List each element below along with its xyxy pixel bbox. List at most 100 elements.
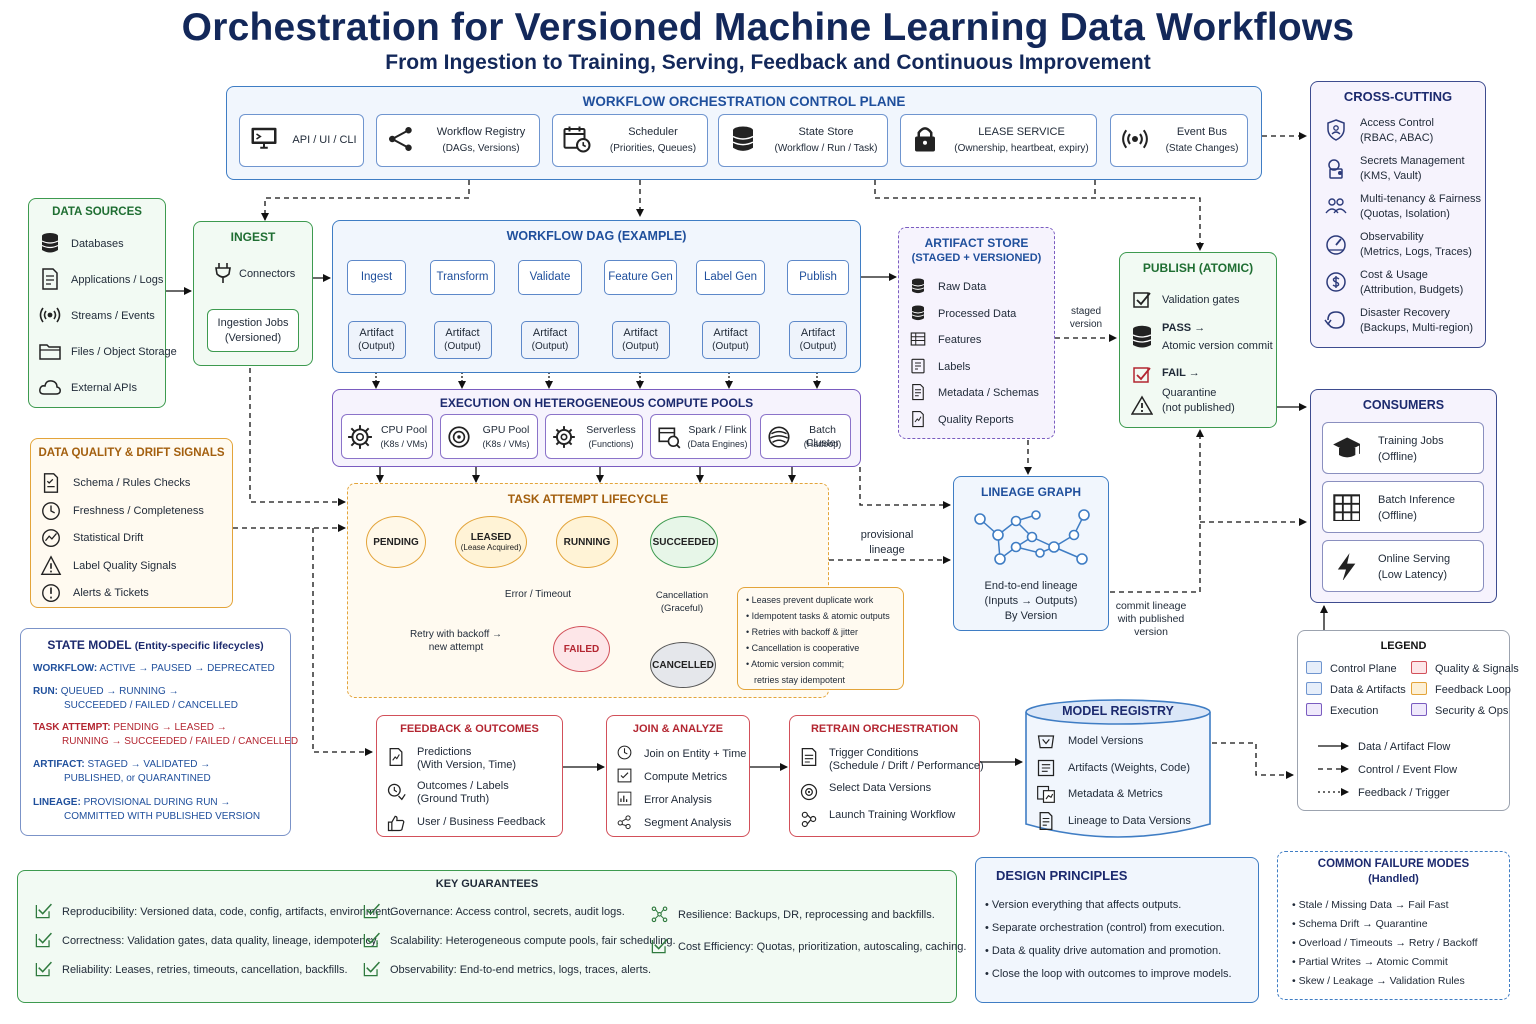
guarantee-key: Reliability:: [62, 964, 113, 976]
join-analyze-label: Compute Metrics: [644, 771, 728, 783]
artifact-store-title: ARTIFACT STORE: [924, 236, 1029, 250]
cross-cutting-panel: CROSS-CUTTING: [1310, 81, 1486, 348]
control-plane-item-label: API / UI / CLI: [292, 134, 357, 146]
consumer-label: Batch Inference: [1378, 494, 1456, 506]
failure-modes-panel: COMMON FAILURE MODES (Handled): [1277, 851, 1510, 1000]
artifact-store-item: Raw Data: [938, 281, 987, 293]
dag-step-label: Validate: [529, 271, 571, 283]
join-analyze-panel: JOIN & ANALYZE: [606, 715, 750, 837]
guarantee-item: Governance: Access control, secrets, aud…: [390, 905, 625, 919]
shield-icon: [1324, 118, 1348, 147]
consumer-label: Training Jobs: [1378, 435, 1444, 447]
retry-line1: Retry with backoff →: [409, 629, 503, 640]
artifact-output-box: Artifact(Output): [611, 321, 670, 359]
failure-mode-item: • Overload / Timeouts → Retry / Backoff: [1292, 936, 1478, 950]
lifecycle-title: TASK ATTEMPT LIFECYCLE: [507, 492, 669, 506]
control-plane-item-1: [376, 114, 540, 167]
legend-swatch-label: Control Plane: [1330, 663, 1397, 675]
artifact-output-box: Artifact(Output): [433, 321, 492, 359]
report-icon: [909, 410, 927, 433]
check-square-icon: [34, 930, 53, 954]
control-plane-item-label: LEASE SERVICE: [978, 126, 1065, 138]
state-cancelled: CANCELLED: [650, 642, 716, 688]
provisional-line2: lineage: [869, 544, 905, 556]
folder-icon: [38, 339, 62, 368]
failure-mode-item: • Stale / Missing Data → Fail Fast: [1292, 898, 1449, 912]
state-model-value-cont: COMMITTED WITH PUBLISHED VERSION: [64, 811, 261, 822]
state-model-key: ARTIFACT:: [33, 759, 85, 770]
cross-cutting-sub: (RBAC, ABAC): [1360, 132, 1434, 144]
guarantee-item: Scalability: Heterogeneous compute pools…: [390, 934, 676, 948]
check-icon: [616, 767, 633, 789]
compute-pool-3: [650, 414, 751, 459]
state-model-row: LINEAGE: PROVISIONAL DURING RUN →: [33, 796, 230, 810]
model-registry-cylinder: MODEL REGISTRY: [1024, 698, 1212, 840]
database-icon: [728, 124, 758, 159]
compute-pool-sub: (Data Engines): [687, 439, 748, 449]
bullet: •: [985, 968, 992, 980]
lifecycle-note-text: retries stay idempotent: [754, 675, 846, 685]
retrain-title: RETRAIN ORCHESTRATION: [810, 723, 959, 735]
feedback-title: FEEDBACK & OUTCOMES: [400, 723, 539, 735]
gpu-icon: [446, 424, 472, 455]
artifact-sub: (Output): [531, 341, 569, 352]
clock-icon: [616, 744, 633, 766]
design-principle-text: Version everything that affects outputs.: [991, 899, 1182, 911]
artifact-output-box: Artifact(Output): [347, 321, 406, 359]
staged-label-line2: version: [1069, 319, 1103, 330]
artifact-label: Artifact: [445, 327, 480, 339]
state-model-key: WORKFLOW:: [33, 663, 98, 674]
cpu-icon: [347, 424, 373, 455]
gauge-icon: [1324, 232, 1348, 261]
validation-gates-label: Validation gates: [1162, 294, 1240, 306]
document-icon: [1036, 811, 1056, 836]
cancellation-line2: (Graceful): [660, 603, 704, 614]
consumer-card-1: [1322, 481, 1484, 533]
guarantee-item: Cost Efficiency: Quotas, prioritization,…: [678, 940, 966, 954]
engine-icon: [656, 424, 682, 455]
dag-step-label: Feature Gen: [608, 271, 673, 283]
dag-step-ingest: Ingest: [347, 260, 406, 295]
bullet: •: [1292, 899, 1299, 911]
compute-pool-sub: (Hadoop): [803, 439, 842, 449]
cancellation-label: Cancellation (Graceful): [646, 589, 718, 615]
data-source-label: Files / Object Storage: [71, 346, 177, 358]
artifact-output-box: Artifact (Output): [521, 321, 579, 359]
staged-version-label: staged version: [1060, 305, 1112, 331]
model-registry-item: Model Versions: [1068, 735, 1144, 747]
design-principle: • Data & quality drive automation and pr…: [985, 944, 1221, 958]
legend-title: LEGEND: [1380, 640, 1427, 652]
check-square-icon: [362, 959, 381, 983]
guarantee-text: Access control, secrets, audit logs.: [455, 906, 625, 918]
state-succeeded: SUCCEEDED: [650, 516, 718, 568]
state-model-panel: STATE MODEL (Entity-specific lifecycles): [20, 628, 291, 836]
state-model-row: WORKFLOW: ACTIVE → PAUSED → DEPRECATED: [33, 662, 275, 676]
dag-step-label-gen: Label Gen: [696, 260, 765, 295]
cross-cutting-sub: (Attribution, Budgets): [1360, 284, 1464, 296]
cross-cutting-title: CROSS-CUTTING: [1343, 89, 1453, 104]
artifact-label: Artifact: [532, 327, 568, 339]
dag-step-transform: Transform: [430, 260, 495, 295]
control-plane-item-label: Event Bus: [1176, 126, 1228, 138]
lifecycle-note: • Cancellation is cooperative: [746, 642, 859, 654]
state-running: RUNNING: [556, 516, 618, 568]
workflow-icon: [799, 809, 819, 834]
state-model-value-cont: SUCCEEDED / FAILED / CANCELLED: [64, 700, 238, 711]
guarantee-text: Quotas, prioritization, autoscaling, cac…: [756, 941, 967, 953]
dag-step-feature-gen: Feature Gen: [604, 260, 677, 295]
warning-icon: [1130, 395, 1154, 420]
compute-pool-label: Serverless: [586, 424, 636, 436]
guarantee-text: Heterogeneous compute pools, fair schedu…: [445, 935, 676, 947]
state-model-value-cont: RUNNING → SUCCEEDED / FAILED / CANCELLED: [62, 736, 299, 747]
bullet: •: [746, 627, 752, 637]
retrain-label: Select Data Versions: [829, 782, 932, 794]
legend-swatch: [1306, 703, 1322, 716]
control-plane-item-sub: (Workflow / Run / Task): [774, 143, 878, 154]
cross-cutting-label: Observability: [1360, 231, 1424, 243]
lock-icon: [910, 124, 940, 159]
state-model-value: ACTIVE → PAUSED → DEPRECATED: [99, 663, 275, 674]
state-leased: LEASED(Lease Acquired): [455, 516, 527, 568]
commit-line2: with published: [1117, 613, 1185, 625]
legend-line-label: Control / Event Flow: [1358, 764, 1458, 776]
error-timeout-label: Error / Timeout: [504, 589, 572, 600]
